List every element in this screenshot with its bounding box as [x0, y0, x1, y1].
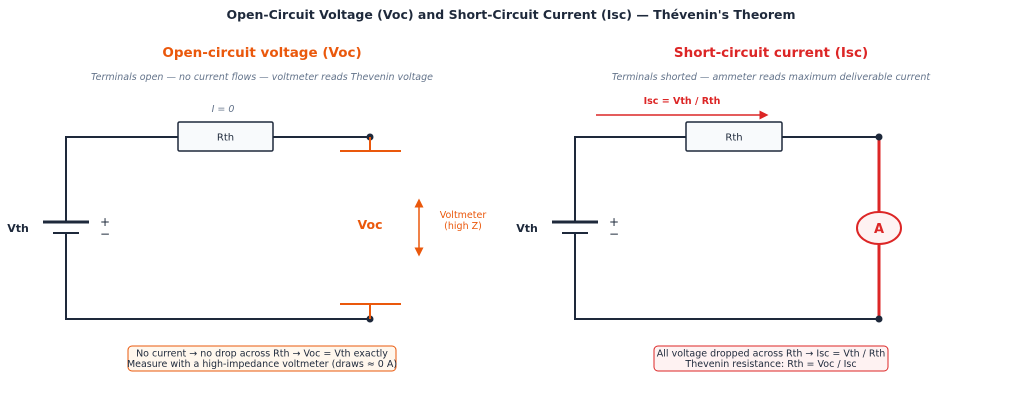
battery-icon	[552, 220, 598, 234]
plus-sign: +	[609, 215, 619, 229]
probe-top	[340, 137, 401, 152]
bottom-wire	[574, 233, 879, 320]
diagram-title: Open-Circuit Voltage (Voc) and Short-Cir…	[226, 7, 795, 22]
resistor-label: Rth	[217, 133, 234, 144]
minus-sign: −	[609, 227, 619, 241]
terminal-bottom	[875, 315, 883, 323]
top-left-wire	[65, 136, 178, 222]
open-circuit-note-box	[127, 345, 397, 372]
open-circuit-subtitle: Terminals open — no current flows — volt…	[91, 72, 433, 83]
zero-current-label: I = 0	[212, 104, 235, 115]
resistor-label: Rth	[725, 133, 742, 144]
open-circuit-note-line2: Measure with a high-impedance voltmeter …	[127, 359, 397, 370]
voltmeter-impedance-label: (high Z)	[444, 221, 482, 232]
probe-bottom	[340, 303, 401, 319]
minus-sign: −	[100, 227, 110, 241]
short-circuit-note-box	[653, 345, 889, 372]
terminal-top	[875, 133, 883, 141]
battery-icon	[43, 220, 89, 234]
source-label: Vth	[516, 222, 538, 235]
voc-label: Voc	[358, 217, 383, 232]
short-circuit-subtitle: Terminals shorted — ammeter reads maximu…	[612, 72, 931, 83]
resistor-rth	[177, 121, 274, 152]
open-circuit-note-line1: No current → no drop across Rth → Voc = …	[136, 349, 388, 360]
top-left-wire	[574, 136, 686, 222]
short-circuit-note-line1: All voltage dropped across Rth → Isc = V…	[657, 349, 885, 360]
ammeter-icon	[856, 211, 902, 245]
voltmeter-label: Voltmeter	[440, 210, 487, 221]
open-circuit-panel: Open-circuit voltage (Voc) Terminals ope…	[7, 45, 487, 372]
plus-sign: +	[100, 215, 110, 229]
open-circuit-heading: Open-circuit voltage (Voc)	[162, 45, 361, 61]
resistor-rth	[685, 121, 783, 152]
short-circuit-heading: Short-circuit current (Isc)	[674, 45, 868, 61]
source-label: Vth	[7, 222, 29, 235]
ammeter-label: A	[874, 222, 884, 237]
short-circuit-panel: Short-circuit current (Isc) Terminals sh…	[516, 45, 931, 372]
short-circuit-note-line2: Thevenin resistance: Rth = Voc / Isc	[684, 359, 856, 370]
bottom-wire	[65, 233, 370, 320]
isc-current-label: Isc = Vth / Rth	[644, 96, 721, 107]
